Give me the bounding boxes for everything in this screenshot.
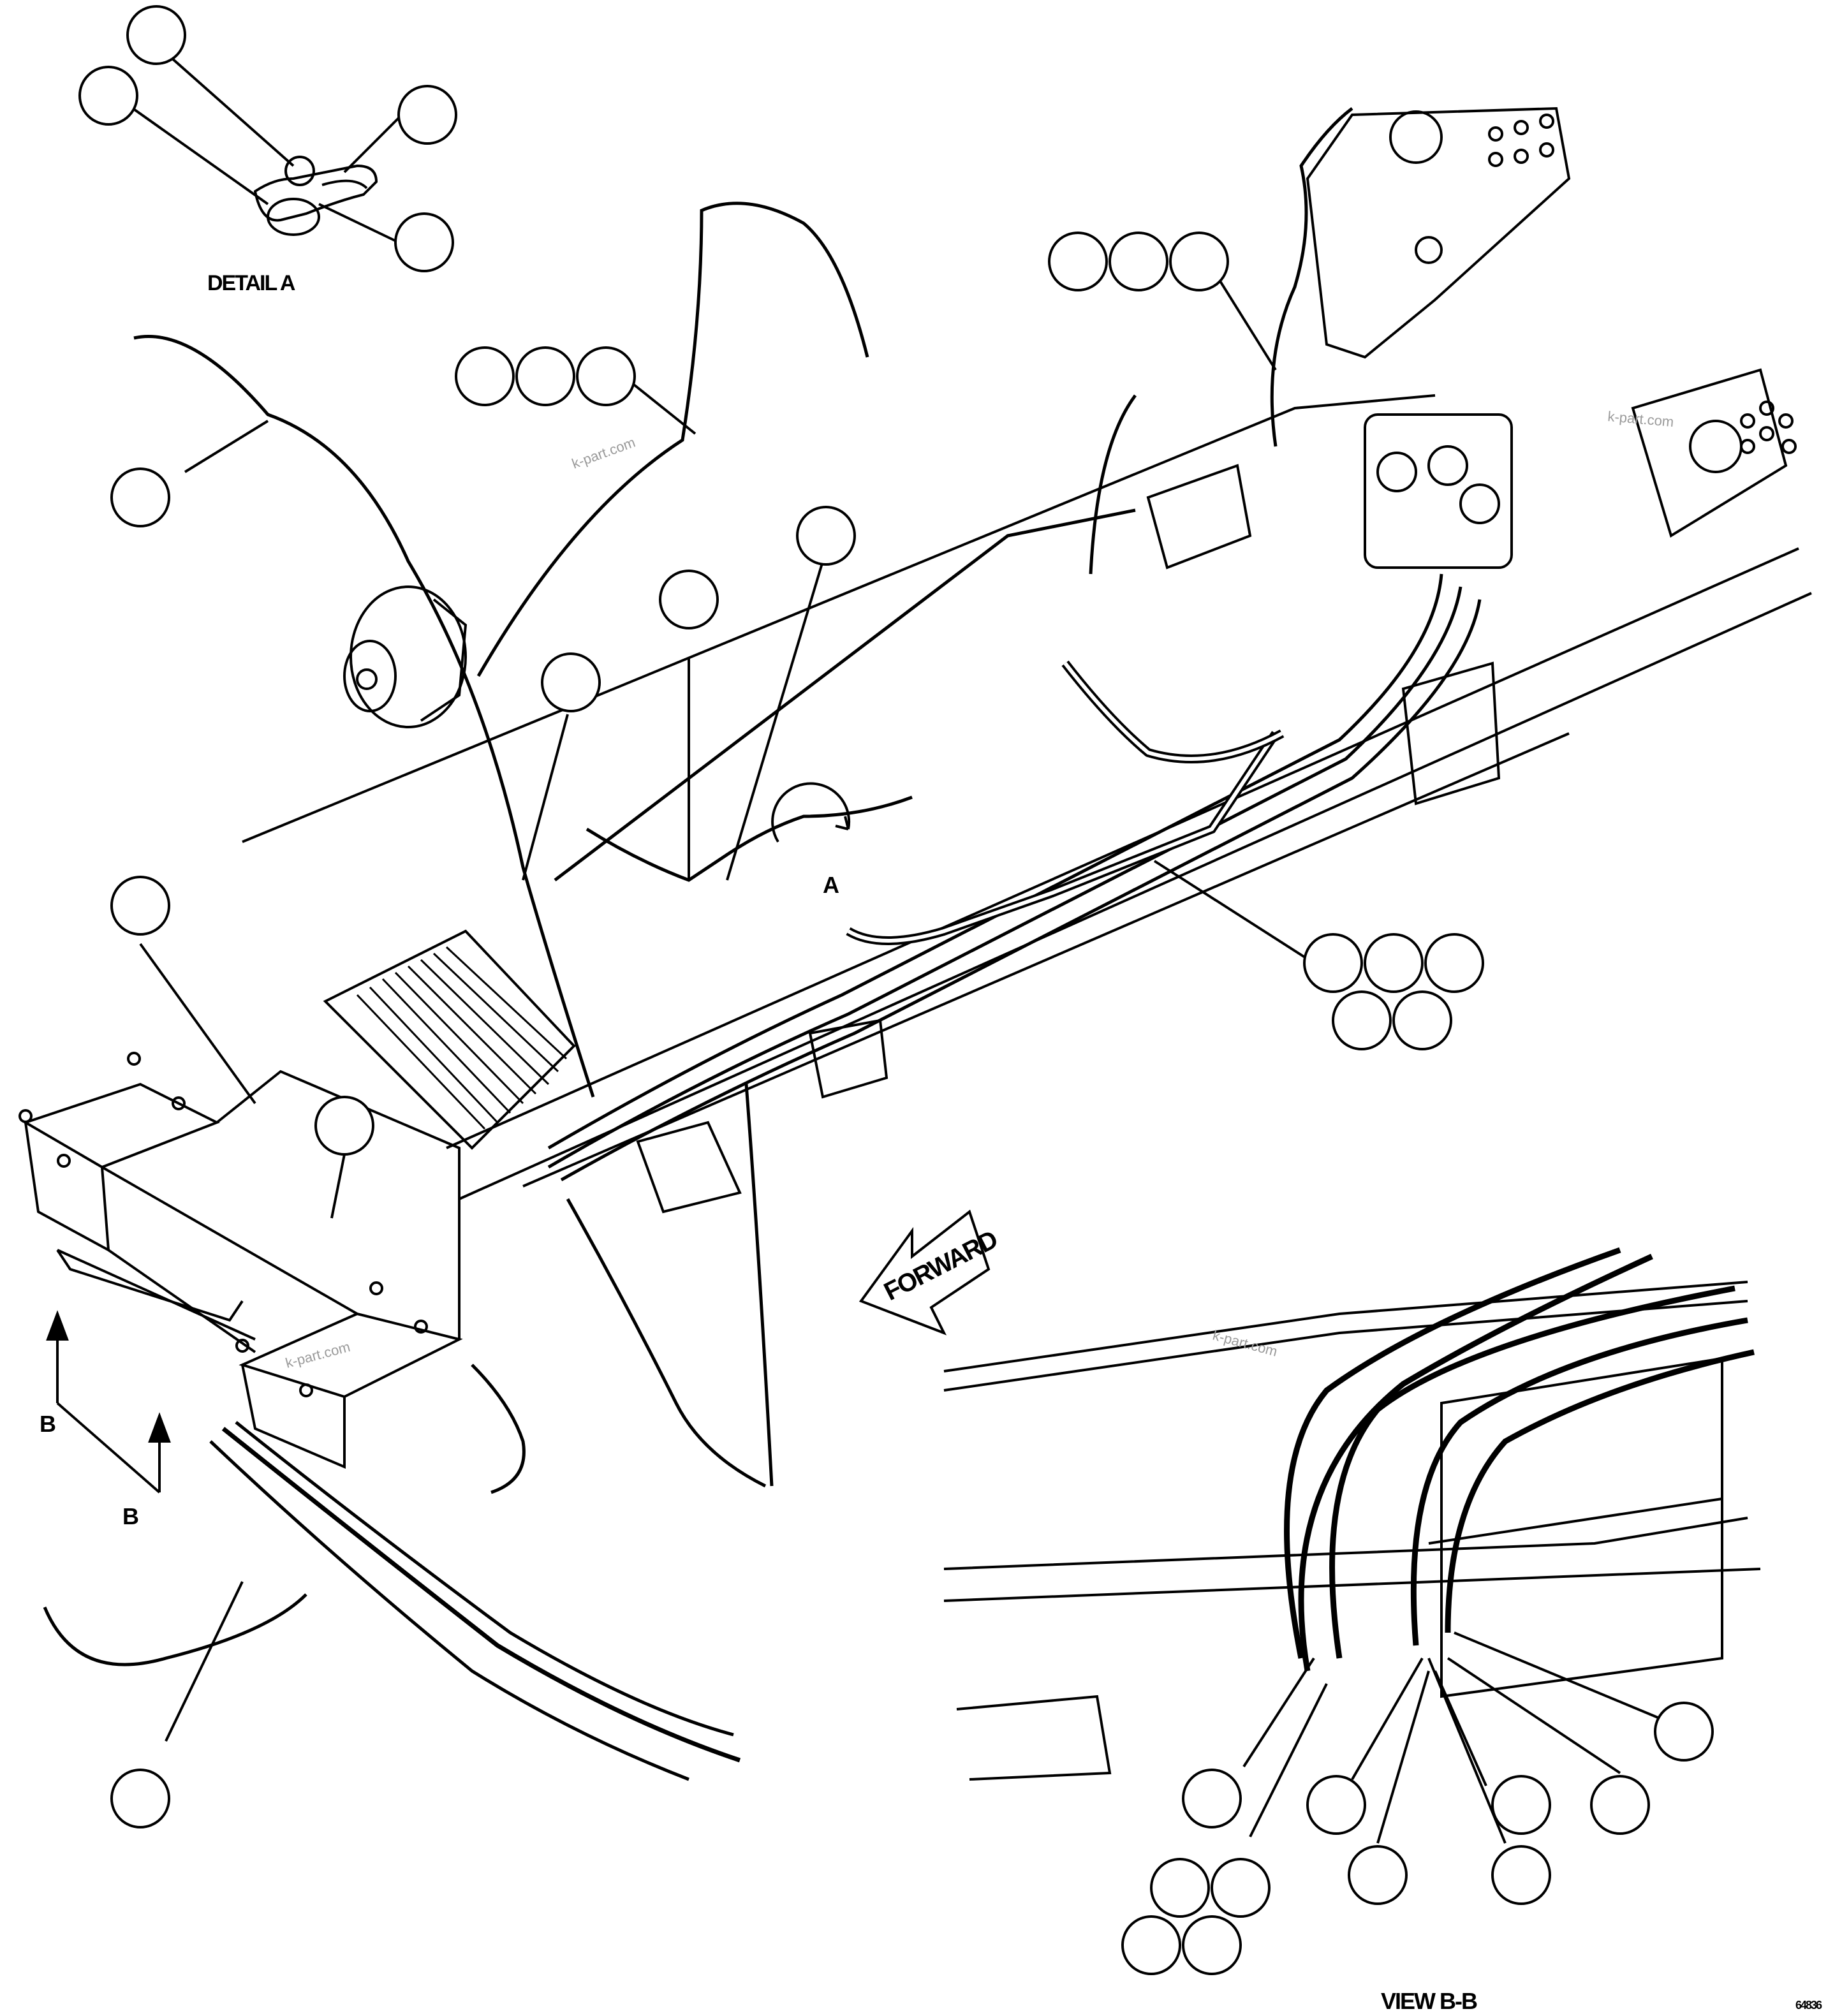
harness-top-loop: [476, 202, 869, 677]
alternator: [343, 585, 468, 728]
callout-balloon: [1048, 232, 1108, 291]
view-bb-hose-3: [1410, 1317, 1748, 1646]
grille-slats: [356, 946, 568, 1130]
callout-balloon: [1303, 933, 1363, 993]
detail-a-ring: [267, 198, 320, 236]
rear-frame-wire: [566, 1198, 767, 1488]
callout-balloon: [659, 570, 719, 629]
callout-balloon: [397, 85, 457, 145]
harness-front-up: [1270, 107, 1353, 447]
harness-battery-cable: [1089, 394, 1137, 575]
section-b-label-bottom: B: [122, 1503, 138, 1529]
callout-balloon: [1654, 1702, 1714, 1762]
callout-balloon: [455, 346, 515, 406]
rear-harness-bundle: [221, 1427, 741, 1763]
section-b-label-left: B: [40, 1411, 55, 1437]
callout-balloon: [394, 212, 454, 272]
bracket-bolts: [1488, 114, 1797, 454]
callout-balloon: [1590, 1775, 1650, 1835]
harness-upper-left: [133, 335, 595, 1098]
wire-harnesses: [43, 107, 1482, 1781]
detail-a-nut: [284, 156, 315, 186]
callout-balloon: [541, 652, 601, 712]
frame-assembly: [18, 107, 1812, 1469]
rear-plate-bolts: [18, 1052, 428, 1397]
callout-balloon: [1121, 1915, 1181, 1975]
forward-arrow: [858, 1209, 991, 1335]
callout-balloon: [1424, 933, 1484, 993]
rear-vertical-wire: [744, 1084, 774, 1487]
callout-balloon: [1332, 990, 1392, 1050]
harness-middle: [586, 795, 913, 882]
watermark: k-part.com: [284, 1339, 352, 1371]
callout-balloon: [314, 1096, 374, 1156]
view-bb-rail-top: [943, 1281, 1748, 1372]
view-bb-hose-1: [1284, 1247, 1621, 1659]
callout-balloons: [78, 5, 1714, 1975]
frame-rail-upper: [242, 394, 1436, 843]
view-bb: [943, 1247, 1761, 1781]
callout-balloon: [1182, 1915, 1242, 1975]
view-bb-crossmember: [1440, 1357, 1723, 1698]
watermark: k-part.com: [570, 434, 637, 472]
callout-balloon: [576, 346, 636, 406]
callout-balloon: [1306, 1775, 1366, 1835]
front-bracket-upper: [1306, 107, 1571, 359]
leader-a4: [318, 203, 399, 244]
callout-balloon: [1150, 1858, 1210, 1918]
grille-box: [323, 929, 576, 1150]
callout-balloon: [110, 1769, 170, 1828]
callout-balloon: [1211, 1858, 1271, 1918]
control-module: [1146, 464, 1252, 570]
detail-a-clamp: [253, 164, 378, 222]
watermark: k-part.com: [1211, 1327, 1279, 1360]
callout-balloon: [1392, 990, 1452, 1050]
callout-balloon: [1491, 1845, 1551, 1905]
detail-a-circle-arc: [771, 782, 851, 843]
hose-hydraulic: [846, 731, 1279, 945]
hose-front-loop: [1061, 660, 1285, 763]
view-bb-label: VIEW B-B: [1381, 1988, 1477, 2014]
rear-sensor-cable: [43, 1593, 307, 1667]
callout-balloon: [1364, 933, 1424, 993]
section-b-arrows: [46, 1310, 171, 1494]
callout-balloon: [1169, 232, 1229, 291]
callout-balloon: [78, 66, 138, 126]
leader-a2: [114, 94, 269, 205]
callout-balloon: [1491, 1775, 1551, 1835]
view-bb-hose-4: [1445, 1349, 1755, 1633]
callout-balloon: [515, 346, 575, 406]
callout-balloon: [1109, 232, 1168, 291]
callout-balloon: [796, 506, 856, 566]
hose-main-bundle-c: [560, 599, 1482, 1182]
view-bb-hose-2: [1329, 1285, 1735, 1659]
callout-leaders: [139, 267, 1684, 1844]
callout-balloon: [110, 467, 170, 527]
view-bb-hose-5: [1298, 1253, 1653, 1672]
callout-balloon: [1182, 1769, 1242, 1828]
frame-rail-lower: [446, 547, 1799, 1149]
callout-balloon: [110, 876, 170, 936]
watermark: k-part.com: [1607, 408, 1675, 430]
leader-a3: [343, 114, 403, 173]
callout-balloon: [1348, 1845, 1408, 1905]
view-bb-rail-mid: [943, 1517, 1748, 1570]
rear-ground-cable: [471, 1364, 526, 1494]
callout-balloon: [126, 5, 186, 65]
detail-a-label: DETAIL A: [207, 271, 295, 295]
hose-main-bundle-a: [547, 573, 1443, 1150]
drawing-number: 64836: [1795, 1999, 1822, 2012]
hose-main-bundle-b: [547, 586, 1463, 1169]
rear-plate-left: [22, 1082, 220, 1169]
front-bracket-lower: [1631, 368, 1788, 538]
detail-a-marker: A: [823, 872, 839, 898]
harness-long-rail: [554, 508, 1136, 881]
valve-cluster: [1364, 413, 1513, 569]
